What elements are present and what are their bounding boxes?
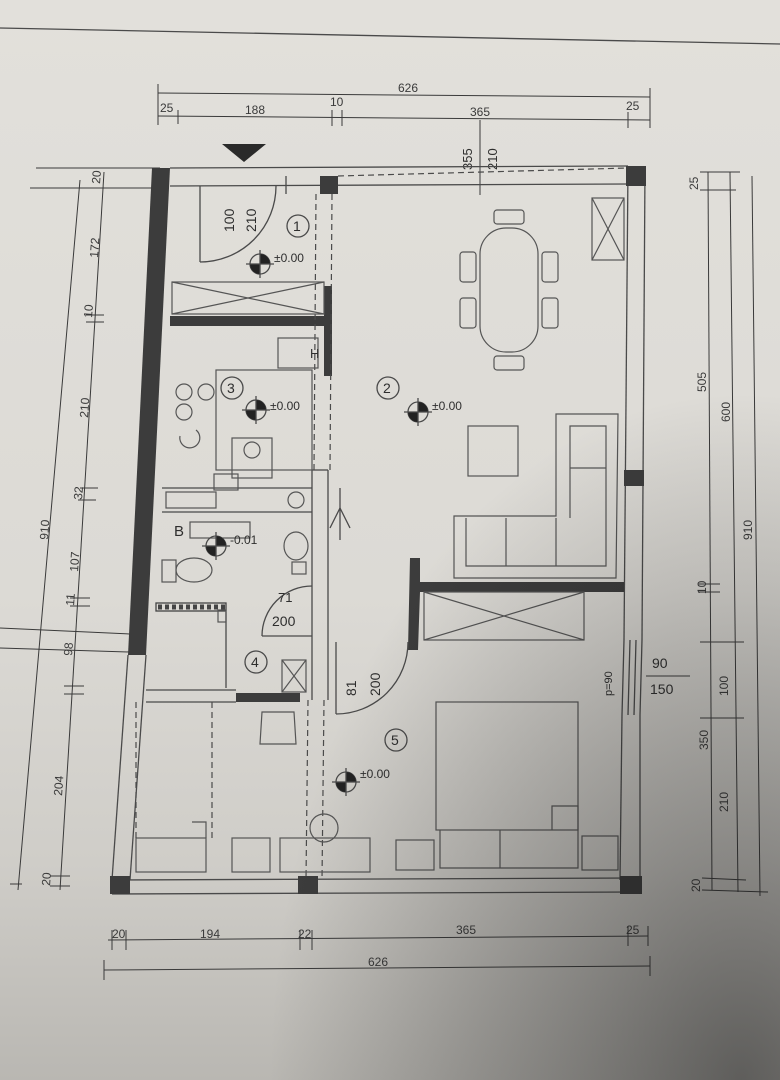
sofa [453,413,619,579]
bed [435,701,579,831]
entry-door-height: 210 [243,208,259,232]
entrance: 100 210 [199,144,287,263]
level-marker-icon [242,396,270,424]
dim-bottom-total: 626 [368,955,388,969]
dim-left-seg-6: 107 [67,551,82,572]
room-number-5: 5 [391,732,399,748]
entrance-arrow-icon [222,144,266,162]
bath-door-width: 71 [278,590,292,605]
room-number-4: 4 [251,654,259,670]
dim-bottom-seg-4: 365 [456,923,476,937]
sheet-edge [0,27,780,45]
dim-left-seg-4: 210 [77,397,92,418]
kitchen: H [165,337,319,509]
room-number-3: 3 [227,380,235,396]
dim-left-seg-9: 204 [51,775,66,796]
dim-left-seg-8: 98 [61,642,76,657]
right-dimensions: 25 505 10 100 350 210 20 600 910 [687,171,769,897]
level-marker-icon [332,768,360,796]
dim-right-seg-5: 350 [697,730,711,750]
side-window-height: 150 [650,681,674,697]
bath-marker: B [174,523,184,540]
dim-bottom-seg-5: 25 [626,923,640,937]
bath-door-height: 200 [272,613,296,629]
dim-top-seg-2: 188 [245,103,265,117]
dim-right-seg-1: 25 [687,176,701,190]
dim-bottom-seg-1: 20 [112,927,126,941]
dim-right-total: 910 [741,520,755,540]
dim-left-total: 910 [37,519,52,540]
side-window: p=90 90 150 [603,639,690,716]
bedroom [135,701,619,873]
dim-top-seg-5: 25 [626,99,640,113]
entry-door-width: 100 [221,208,237,232]
dim-top-total: 626 [398,81,418,95]
dim-left-seg-1: 20 [89,170,104,185]
room-level-3: ±0.00 [270,399,300,413]
dim-left-seg-7: 11 [63,592,78,606]
room-level-1: ±0.00 [274,251,304,265]
toilet-icon [175,557,213,583]
top-dimensions: 626 25 188 10 365 25 [157,81,651,128]
bedroom-door-height: 200 [367,672,383,696]
level-marker-icon [246,250,274,278]
dim-bottom-seg-2: 194 [200,927,220,941]
armchair-icon [259,711,297,745]
room-number-2: 2 [383,380,391,396]
dim-left-seg-10: 20 [39,872,54,887]
dim-left-seg-5: 32 [71,486,86,501]
dim-top-seg-1: 25 [160,101,174,115]
bottom-dimensions: 20 194 22 365 25 626 [103,923,651,980]
side-window-sill: p=90 [603,671,615,696]
bath-level: -0.01 [230,533,258,547]
side-window-width: 90 [652,655,668,671]
dim-right-seg-4: 100 [717,676,731,696]
dim-bottom-seg-3: 22 [298,927,312,941]
dining-set [459,209,559,371]
kitchen-marker: H [310,346,319,361]
dim-left-seg-3: 10 [81,304,96,319]
window-top-label: 355 210 [460,120,500,195]
room-number-1: 1 [293,218,301,234]
doors: 71 200 81 200 [261,488,409,715]
dim-top-seg-4: 365 [470,105,490,119]
level-marker-icon [404,398,432,426]
bedroom-door-width: 81 [343,680,359,696]
dim-right-seg-7: 20 [689,878,703,892]
room-tags: 1 ±0.00 2 ±0.00 3 ±0.00 [202,214,462,796]
dim-right-seg-6: 210 [717,792,731,812]
sink-icon [283,531,309,561]
dim-right-seg-2: 505 [695,372,709,392]
room-level-5: ±0.00 [360,767,390,781]
dim-left-seg-2: 172 [87,237,102,258]
dim-right-seg-3: 10 [695,580,709,594]
level-marker-icon [202,532,230,560]
dim-right-mid: 600 [719,402,733,422]
dim-top-seg-3: 10 [330,95,344,109]
room-level-2: ±0.00 [432,399,462,413]
